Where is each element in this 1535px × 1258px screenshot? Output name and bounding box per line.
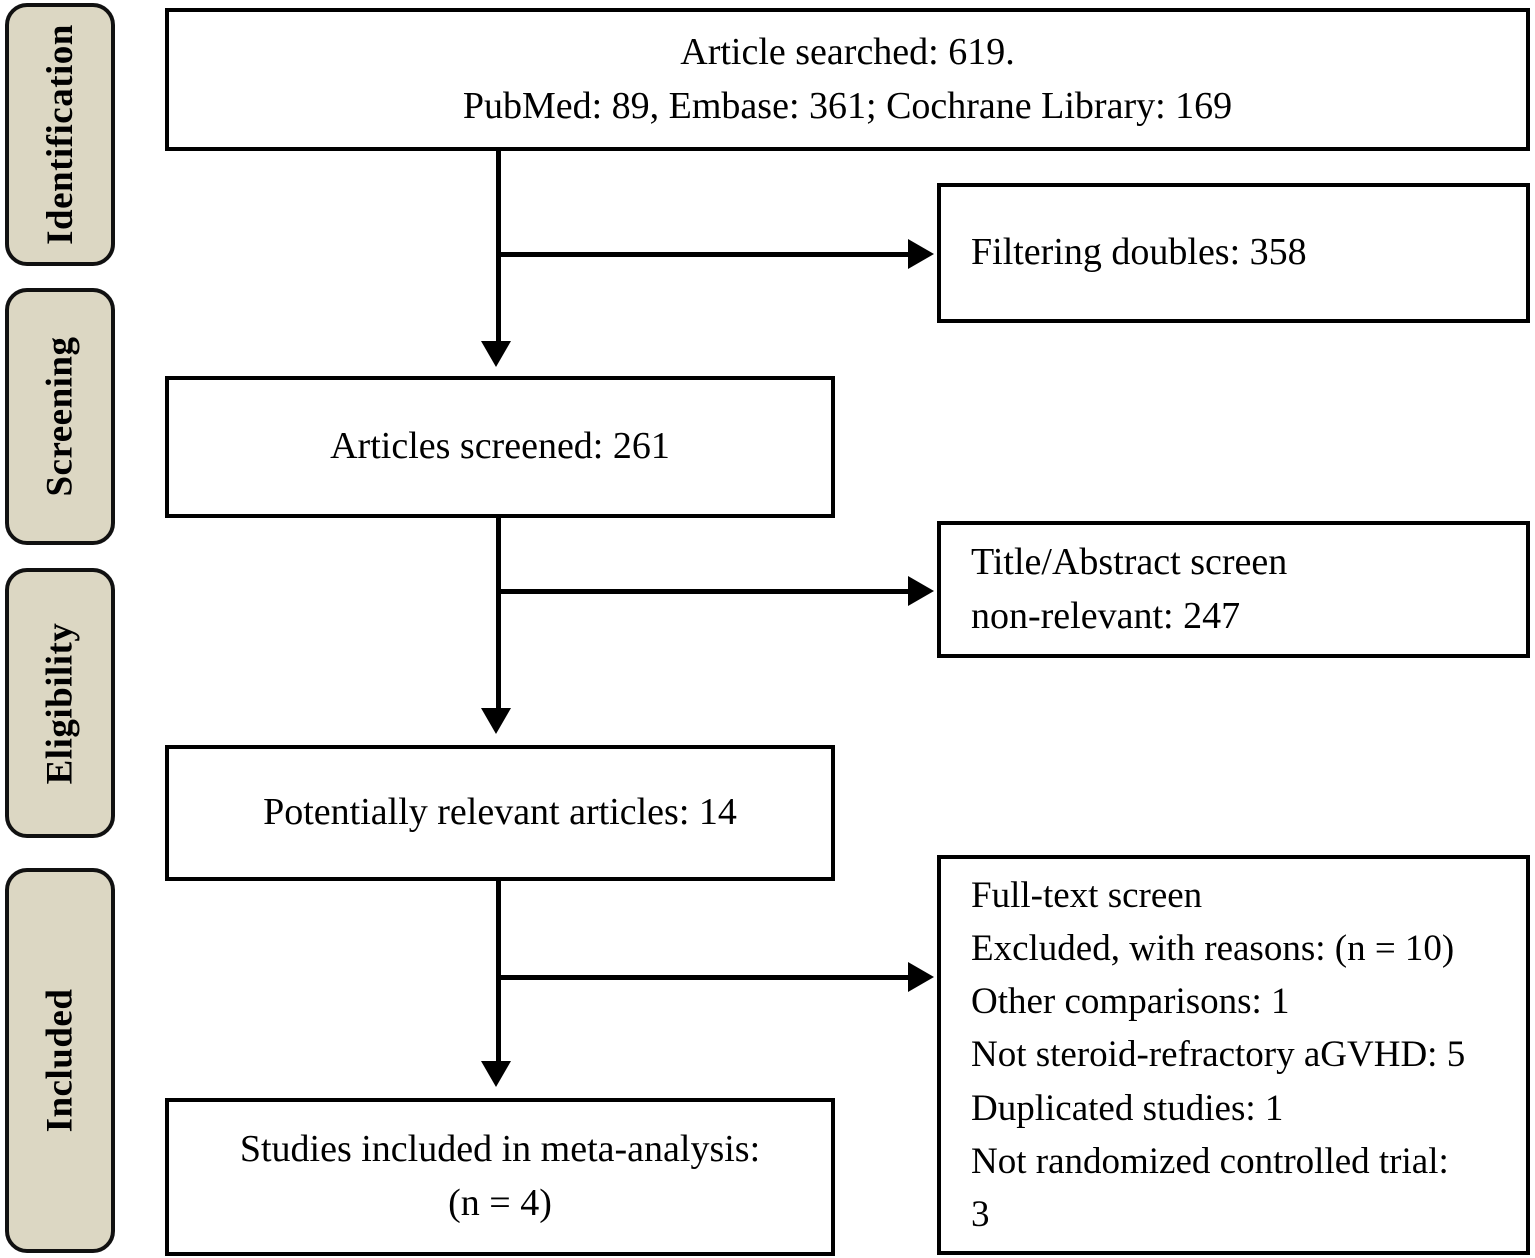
stage-label-identification-text: Identification bbox=[39, 24, 81, 245]
stage-label-screening-text: Screening bbox=[39, 336, 81, 497]
box-potentially-relevant: Potentially relevant articles: 14 bbox=[165, 745, 835, 881]
box-duplicates-removed: Filtering doubles: 358 bbox=[937, 183, 1530, 323]
connector-screening-vertical bbox=[496, 518, 501, 710]
fulltext-excluded-line-5: Duplicated studies: 1 bbox=[971, 1087, 1284, 1129]
connector-identification-vertical bbox=[496, 151, 501, 343]
box-articles-screened: Articles screened: 261 bbox=[165, 376, 835, 518]
fulltext-excluded-line-3: Other comparisons: 1 bbox=[971, 981, 1290, 1023]
connector-fulltext-arrow-right bbox=[908, 962, 934, 992]
box-fulltext-excluded: Full-text screen Excluded, with reasons:… bbox=[937, 855, 1530, 1255]
studies-included-line-1: Studies included in meta-analysis: bbox=[239, 1128, 761, 1171]
connector-duplicates-horizontal bbox=[496, 252, 914, 257]
duplicates-removed-line-1: Filtering doubles: 358 bbox=[971, 231, 1307, 274]
articles-screened-line-1: Articles screened: 261 bbox=[330, 425, 670, 468]
stage-label-included: Included bbox=[5, 868, 115, 1253]
connector-title-abstract-arrow-right bbox=[908, 576, 934, 606]
stage-label-screening: Screening bbox=[5, 288, 115, 545]
records-identified-line-2: PubMed: 89, Embase: 361; Cochrane Librar… bbox=[462, 84, 1233, 127]
connector-eligibility-arrow-down bbox=[481, 1061, 511, 1087]
stage-label-included-text: Included bbox=[39, 988, 81, 1133]
fulltext-excluded-line-6: Not randomized controlled trial: bbox=[971, 1140, 1449, 1182]
title-abstract-excluded-line-2: non-relevant: 247 bbox=[971, 594, 1241, 637]
connector-fulltext-horizontal bbox=[496, 975, 914, 980]
connector-title-abstract-horizontal bbox=[496, 589, 914, 594]
connector-eligibility-vertical bbox=[496, 881, 501, 1063]
fulltext-excluded-line-7: 3 bbox=[971, 1194, 990, 1236]
title-abstract-excluded-line-1: Title/Abstract screen bbox=[971, 540, 1288, 583]
connector-identification-arrow-down bbox=[481, 341, 511, 367]
studies-included-line-2: (n = 4) bbox=[448, 1182, 552, 1224]
stage-label-identification: Identification bbox=[5, 3, 115, 266]
box-title-abstract-excluded: Title/Abstract screen non-relevant: 247 bbox=[937, 521, 1530, 658]
box-studies-included: Studies included in meta-analysis: (n = … bbox=[165, 1098, 835, 1256]
fulltext-excluded-line-4: Not steroid-refractory aGVHD: 5 bbox=[971, 1034, 1466, 1076]
fulltext-excluded-line-1: Full-text screen bbox=[971, 874, 1203, 916]
stage-label-eligibility-text: Eligibility bbox=[39, 622, 81, 784]
connector-screening-arrow-down bbox=[481, 708, 511, 734]
stage-label-eligibility: Eligibility bbox=[5, 568, 115, 838]
connector-duplicates-arrow-right bbox=[908, 239, 934, 269]
records-identified-line-1: Article searched: 619. bbox=[680, 30, 1015, 73]
box-records-identified: Article searched: 619. PubMed: 89, Embas… bbox=[165, 8, 1530, 151]
potentially-relevant-line-1: Potentially relevant articles: 14 bbox=[263, 791, 737, 834]
fulltext-excluded-line-2: Excluded, with reasons: (n = 10) bbox=[971, 927, 1455, 969]
